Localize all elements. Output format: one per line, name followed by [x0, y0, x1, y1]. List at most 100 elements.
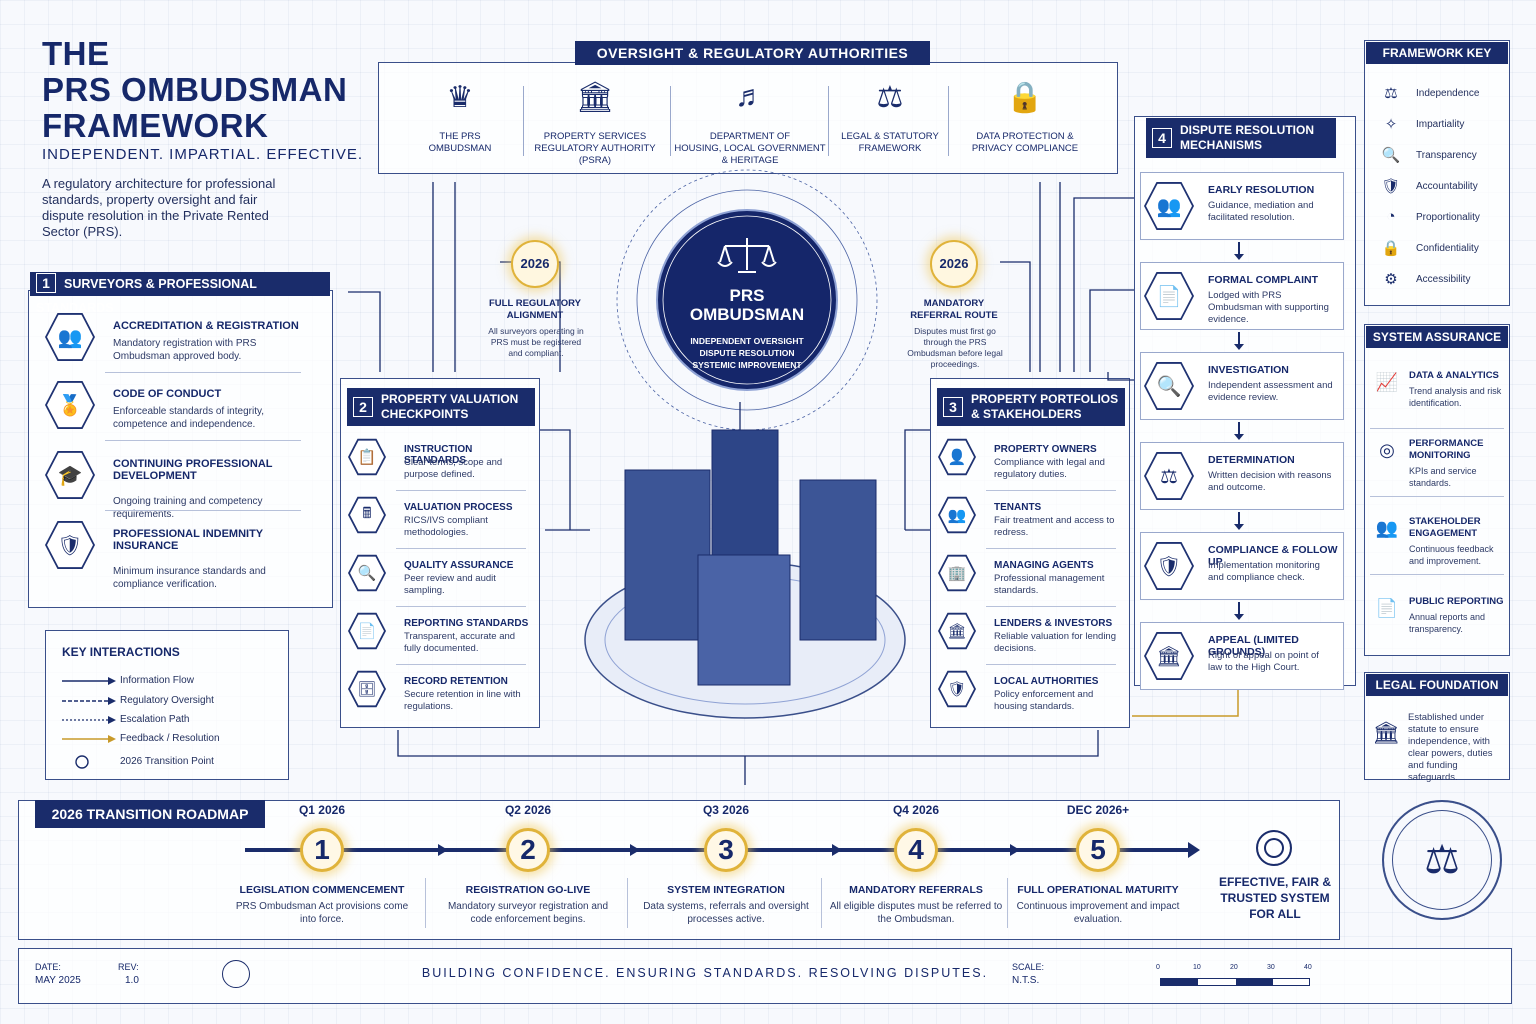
section3-item-icon-glyph: 🛡: [947, 681, 967, 698]
milestone-divider: [627, 878, 628, 928]
framework-key-icon: 🛡: [1381, 178, 1401, 195]
section4-item-icon-glyph: 🏛: [1156, 645, 1182, 668]
footer-rev-label: REV:: [118, 962, 139, 972]
section4-item-icon-glyph: 🛡: [1156, 555, 1182, 578]
oversight-divider: [948, 86, 949, 156]
framework-key-label: Accessibility: [1416, 274, 1471, 285]
section1-item-icon-glyph: 👥: [57, 326, 83, 349]
section4-item-desc: Independent assessment and evidence revi…: [1208, 380, 1333, 403]
section4-item-title: APPEAL (LIMITED GROUNDS): [1208, 634, 1299, 658]
scale-tick-label: 10: [1193, 964, 1201, 971]
section1-number: 1: [36, 273, 56, 293]
section4-number: 4: [1152, 128, 1172, 148]
title-line2: PRS OMBUDSMAN: [42, 71, 348, 108]
section2-divider: [396, 548, 526, 549]
title-line3: FRAMEWORK: [42, 107, 269, 144]
roadmap-outcome: EFFECTIVE, FAIR & TRUSTED SYSTEM FOR ALL: [1218, 875, 1331, 921]
crest-icon: ♛: [446, 81, 474, 114]
milestone-desc: Mandatory surveyor registration and code…: [447, 901, 609, 925]
system-assurance-icon: 📄: [1375, 598, 1399, 618]
section3-divider: [986, 664, 1116, 665]
section3-item-icon-glyph: 🏢: [947, 565, 967, 582]
section3-divider: [986, 548, 1116, 549]
section4-item-icon-glyph: 👥: [1156, 195, 1182, 218]
section2-title: PROPERTY VALUATION CHECKPOINTS: [381, 392, 519, 421]
section1-item-icon-glyph: 🏅: [57, 394, 83, 417]
section2-item-desc: Clear terms, scope and purpose defined.: [404, 457, 503, 480]
section2-item-icon: 🖩: [348, 496, 386, 534]
section2-item-title: REPORTING STANDARDS: [404, 618, 529, 629]
section1-item-title: CODE OF CONDUCT: [113, 388, 222, 400]
target-icon: [1256, 830, 1292, 866]
badge-right-circle: 2026: [930, 240, 978, 288]
section4-item-icon: 👥: [1144, 182, 1194, 230]
system-assurance-divider: [1370, 496, 1504, 497]
section4-step-arrowhead: [1234, 614, 1244, 620]
harp-icon: ♬: [735, 80, 765, 113]
section1-item-icon-glyph: 🎓: [57, 464, 83, 487]
section4-item-icon: 🛡: [1144, 542, 1194, 590]
section1-item-desc: Enforceable standards of integrity, comp…: [113, 406, 265, 430]
section4-item-icon: ⚖: [1144, 452, 1194, 500]
section4-item-title: DETERMINATION: [1208, 454, 1295, 466]
title-description: A regulatory architecture for profession…: [42, 176, 276, 239]
key-lines: [62, 677, 116, 769]
section4-item-desc: Lodged with PRS Ombudsman with supportin…: [1208, 290, 1329, 325]
section4-step-arrowhead: [1234, 434, 1244, 440]
section1-title: SURVEYORS & PROFESSIONAL STANDARDS: [36, 277, 257, 315]
scales-icon: ⚖: [876, 81, 904, 114]
section4-step-arrow: [1238, 422, 1240, 436]
oversight-divider: [828, 86, 829, 156]
milestone-divider: [821, 878, 822, 928]
footer-slogan: BUILDING CONFIDENCE. ENSURING STANDARDS.…: [421, 966, 989, 980]
section1-item-icon-glyph: 🛡: [57, 534, 83, 557]
section4-item-icon-glyph: 🔍: [1156, 375, 1182, 398]
center-ombudsman-title: PRS OMBUDSMAN: [689, 286, 805, 324]
framework-key-icon: ⚙: [1384, 271, 1398, 288]
section3-item-desc: Policy enforcement and housing standards…: [994, 689, 1094, 712]
section2-item-icon-glyph: 📋: [357, 449, 377, 466]
legal-foundation-icon: 🏛: [1372, 720, 1400, 745]
section3-divider: [986, 606, 1116, 607]
section2-item-icon: 🗄: [348, 670, 386, 708]
section4-step-arrow: [1238, 512, 1240, 526]
section1-divider: [105, 510, 301, 511]
legal-foundation-header: LEGAL FOUNDATION: [1366, 674, 1508, 696]
section3-number: 3: [943, 397, 963, 417]
title-line1: THE: [42, 35, 110, 72]
section3-item-icon-glyph: 👤: [947, 449, 967, 466]
section4-item-title: COMPLIANCE & FOLLOW UP: [1208, 544, 1338, 568]
section4-item-title: INVESTIGATION: [1208, 364, 1289, 376]
milestone-title: SYSTEM INTEGRATION: [667, 884, 785, 896]
crosshair-icon: [222, 960, 250, 988]
section4-step-arrow: [1238, 332, 1240, 346]
section2-item-icon-glyph: 🗄: [357, 681, 377, 698]
section4-item-icon: 🔍: [1144, 362, 1194, 410]
section3-item-title: LOCAL AUTHORITIES: [994, 676, 1099, 687]
section1-divider: [105, 440, 301, 441]
milestone-marker: 5: [1076, 828, 1120, 872]
system-assurance-icon: 📈: [1375, 372, 1399, 392]
oversight-header: OVERSIGHT & REGULATORY AUTHORITIES: [575, 41, 930, 65]
system-assurance-divider: [1370, 428, 1504, 429]
key-interaction-label: Regulatory Oversight: [120, 695, 214, 706]
milestone-marker: 4: [894, 828, 938, 872]
section4-step-arrowhead: [1234, 344, 1244, 350]
section4-item-icon-glyph: ⚖: [1160, 465, 1178, 488]
milestone-divider: [425, 878, 426, 928]
section3-item-desc: Compliance with legal and regulatory dut…: [994, 457, 1105, 480]
center-ombudsman-subtitle: INDEPENDENT OVERSIGHT DISPUTE RESOLUTION…: [690, 336, 804, 370]
oversight-item-label: THE PRS OMBUDSMAN: [428, 131, 492, 154]
system-assurance-title: DATA & ANALYTICS: [1409, 370, 1499, 381]
framework-key-label: Independence: [1416, 88, 1480, 99]
section3-item-desc: Professional management standards.: [994, 573, 1105, 596]
section2-divider: [396, 606, 526, 607]
system-assurance-divider: [1370, 574, 1504, 575]
section4-item-desc: Implementation monitoring and compliance…: [1208, 560, 1320, 583]
key-interaction-label: Information Flow: [120, 675, 194, 686]
section4-item-icon: 📄: [1144, 272, 1194, 320]
section3-item-desc: Reliable valuation for lending decisions…: [994, 631, 1116, 654]
tagline: INDEPENDENT. IMPARTIAL. EFFECTIVE.: [42, 146, 363, 163]
